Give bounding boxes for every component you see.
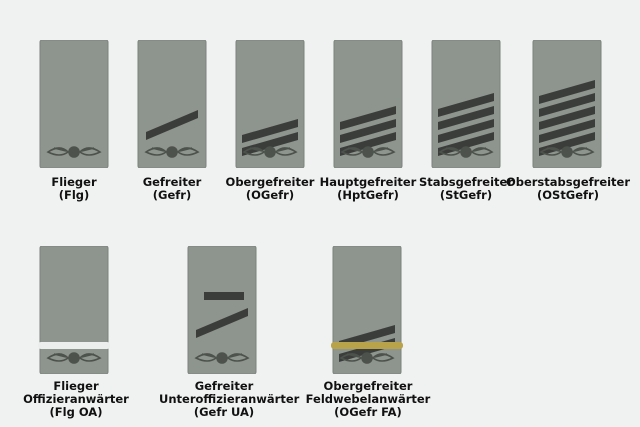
rank-abbreviation: (StGefr) [439, 188, 493, 202]
board-outline [333, 40, 403, 168]
wing-emblem-icon [340, 146, 396, 158]
rank-abbreviation: (HptGefr) [337, 188, 399, 202]
board-base [40, 40, 108, 168]
shoulder-board-flg [39, 40, 109, 168]
board-outline [235, 40, 305, 168]
wing-emblem-icon [438, 146, 494, 158]
wing-emblem-icon [46, 352, 102, 364]
board-outline [187, 246, 257, 374]
chevron-stripe [242, 119, 298, 143]
shoulder-board-stgefr [431, 40, 501, 168]
board-outline [39, 40, 109, 168]
shoulder-board-flg-oa [38, 246, 110, 374]
rank-abbreviation: (OGefr) [245, 188, 295, 202]
rank-name: Gefreiter [194, 379, 254, 393]
board-outline [332, 246, 402, 374]
chevron-stripe [196, 308, 248, 338]
board-outline [39, 246, 109, 374]
rank-name: Obergefreiter [225, 175, 315, 189]
chevron-stripe [438, 119, 494, 143]
rank-abbreviation: (OGefr FA) [334, 405, 402, 419]
rank-name: Obergefreiter [323, 379, 413, 393]
wing-emblem-icon [242, 146, 298, 158]
chevron-stripe [539, 80, 595, 104]
rank-candidate-type: Unteroffizieranwärter [159, 392, 300, 406]
rank-caption: Gefreiter Unteroffizieranwärter (Gefr UA… [159, 379, 300, 419]
rank-abbreviation: (Gefr UA) [193, 405, 255, 419]
chevron-stripe [539, 119, 595, 143]
rank-candidate-type: Feldwebelanwärter [305, 392, 431, 406]
rank-name: Stabsgefreiter [418, 175, 514, 189]
shoulder-board-ostgefr [532, 40, 602, 168]
chevron-stripe [146, 110, 198, 140]
rank-name: Oberstabsgefreiter [505, 175, 631, 189]
rank-caption: Obergefreiter (OGefr) [205, 176, 335, 202]
board-base [188, 246, 256, 374]
rank-caption: Stabsgefreiter (StGefr) [401, 176, 531, 202]
chevron-stripe [438, 93, 494, 117]
rank-abbreviation: (Flg) [58, 188, 90, 202]
chevron-stripe [539, 93, 595, 117]
wing-emblem-icon [144, 146, 200, 158]
candidate-bar [204, 292, 244, 300]
board-outline [137, 40, 207, 168]
shoulder-board-gefr [137, 40, 207, 168]
wing-emblem-icon [194, 352, 250, 364]
wing-emblem-icon [539, 146, 595, 158]
shoulder-board-hptgefr [333, 40, 403, 168]
rank-caption: Gefreiter (Gefr) [107, 176, 237, 202]
shoulder-board-ogefr-fa [331, 246, 403, 374]
wing-emblem-icon [46, 146, 102, 158]
rank-name: Hauptgefreiter [319, 175, 417, 189]
rank-name: Flieger [51, 175, 97, 189]
chevron-stripe [340, 119, 396, 143]
board-outline [431, 40, 501, 168]
shoulder-board-ogefr [235, 40, 305, 168]
rank-caption: Flieger (Flg) [9, 176, 139, 202]
chevron-stripe [340, 106, 396, 130]
chevron-stripe [539, 106, 595, 130]
rank-caption: Obergefreiter Feldwebelanwärter (OGefr F… [303, 380, 433, 419]
rank-abbreviation: (OStGefr) [537, 188, 599, 202]
rank-name: Gefreiter [142, 175, 202, 189]
rank-caption: Hauptgefreiter (HptGefr) [303, 176, 433, 202]
shoulder-board-gefr-ua [187, 246, 257, 374]
board-outline [532, 40, 602, 168]
rank-abbreviation: (Gefr) [152, 188, 192, 202]
wing-emblem-icon [339, 352, 395, 364]
rank-caption: Oberstabsgefreiter (OStGefr) [503, 176, 633, 202]
gold-band [331, 342, 403, 349]
rank-name: Flieger [53, 379, 99, 393]
rank-abbreviation: (Flg OA) [49, 405, 103, 419]
silver-band [38, 342, 110, 349]
chevron-stripe [438, 106, 494, 130]
rank-caption: Flieger Offizieranwärter (Flg OA) [11, 380, 141, 419]
rank-candidate-type: Offizieranwärter [23, 392, 129, 406]
